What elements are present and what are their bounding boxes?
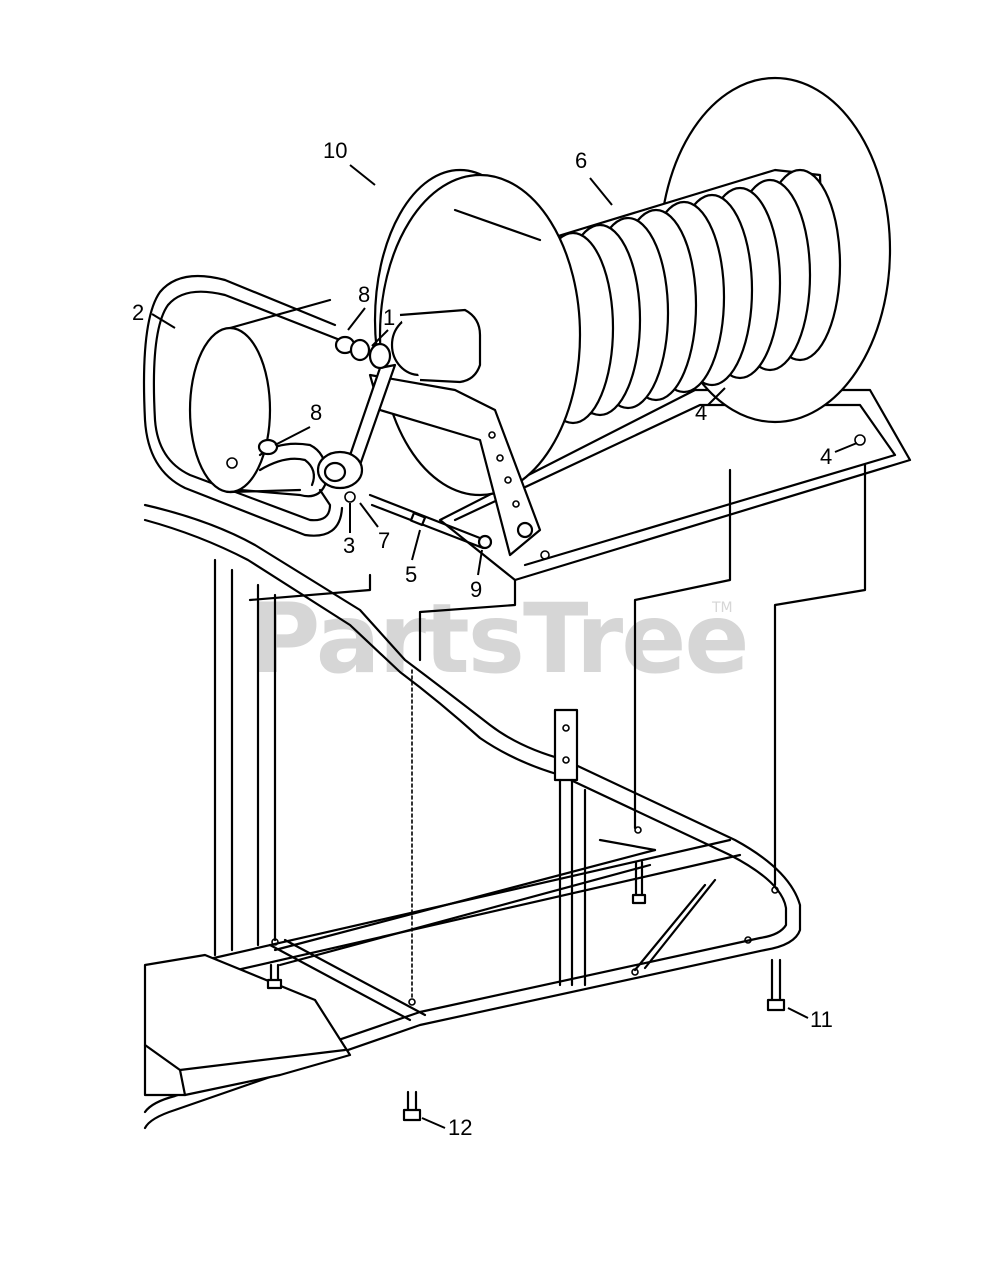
callout-8-top[interactable]: 8 (347, 282, 370, 331)
hose-reel (343, 76, 892, 560)
deck-block (143, 953, 352, 1097)
svg-text:8: 8 (310, 400, 322, 425)
callout-4-upper[interactable]: 4 (695, 387, 726, 425)
callout-5[interactable]: 5 (405, 529, 421, 587)
svg-text:4: 4 (695, 400, 707, 425)
svg-text:3: 3 (343, 533, 355, 558)
callout-7[interactable]: 7 (359, 502, 390, 553)
hose-coils (531, 168, 842, 425)
watermark-text: PartsTree (250, 583, 747, 695)
svg-text:1: 1 (383, 305, 395, 330)
svg-text:9: 9 (470, 577, 482, 602)
reel-base-plate (248, 377, 912, 1001)
guide-assembly (142, 274, 493, 550)
bolt-11 (766, 958, 786, 1012)
callout-8-lower[interactable]: 8 (274, 400, 322, 446)
callout-4-lower[interactable]: 4 (820, 442, 858, 469)
watermark: PartsTree TM (250, 583, 749, 695)
side-bracket (368, 373, 542, 557)
callout-1[interactable]: 1 (371, 305, 395, 347)
mounting-post (553, 708, 579, 782)
callout-10[interactable]: 10 (323, 138, 376, 186)
svg-text:12: 12 (448, 1115, 472, 1140)
svg-text:4: 4 (820, 444, 832, 469)
callout-12[interactable]: 12 (421, 1115, 472, 1140)
svg-text:10: 10 (323, 138, 347, 163)
bolt-12 (402, 1090, 422, 1122)
bolts (266, 860, 786, 1122)
svg-text:2: 2 (132, 300, 144, 325)
svg-text:7: 7 (378, 528, 390, 553)
callout-11[interactable]: 11 (787, 1007, 833, 1032)
callout-9[interactable]: 9 (470, 549, 483, 602)
svg-text:6: 6 (575, 148, 587, 173)
callout-6[interactable]: 6 (575, 148, 613, 206)
svg-text:8: 8 (358, 282, 370, 307)
callout-3[interactable]: 3 (343, 503, 355, 558)
vehicle-frame (143, 503, 802, 1130)
svg-text:5: 5 (405, 562, 417, 587)
svg-text:11: 11 (810, 1007, 833, 1032)
callouts: 10 6 2 8 1 8 4 4 (132, 138, 858, 1140)
callout-2[interactable]: 2 (132, 300, 176, 329)
watermark-trademark: TM (711, 600, 733, 616)
